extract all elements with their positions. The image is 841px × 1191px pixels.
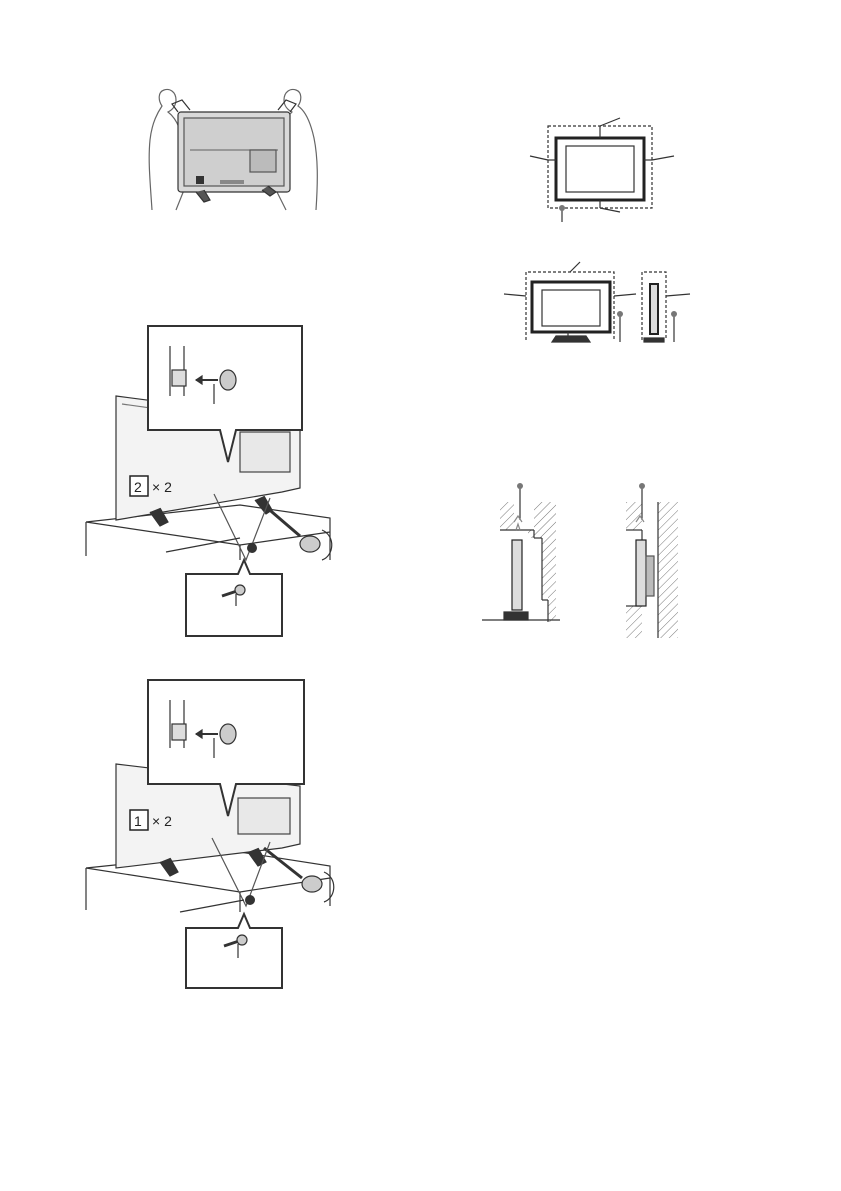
- step-2-badge-multiplier: × 2: [152, 479, 172, 495]
- step-1-badge-multiplier: × 2: [152, 813, 172, 829]
- clearance-side-diagram: [642, 272, 690, 342]
- wall-installation-mount-diagram: [626, 483, 678, 638]
- stand-attach-illustration-b: [86, 680, 334, 988]
- step-2-badge-number: 2: [134, 479, 142, 495]
- clearance-stand-diagram: [504, 262, 636, 342]
- wall-installation-stand-diagram: [482, 483, 560, 622]
- stand-attach-illustration-a: [86, 326, 332, 636]
- step-1-badge-number: 1: [134, 813, 142, 829]
- clearance-front-diagram: [530, 118, 674, 222]
- carrying-tv-illustration: [149, 89, 317, 210]
